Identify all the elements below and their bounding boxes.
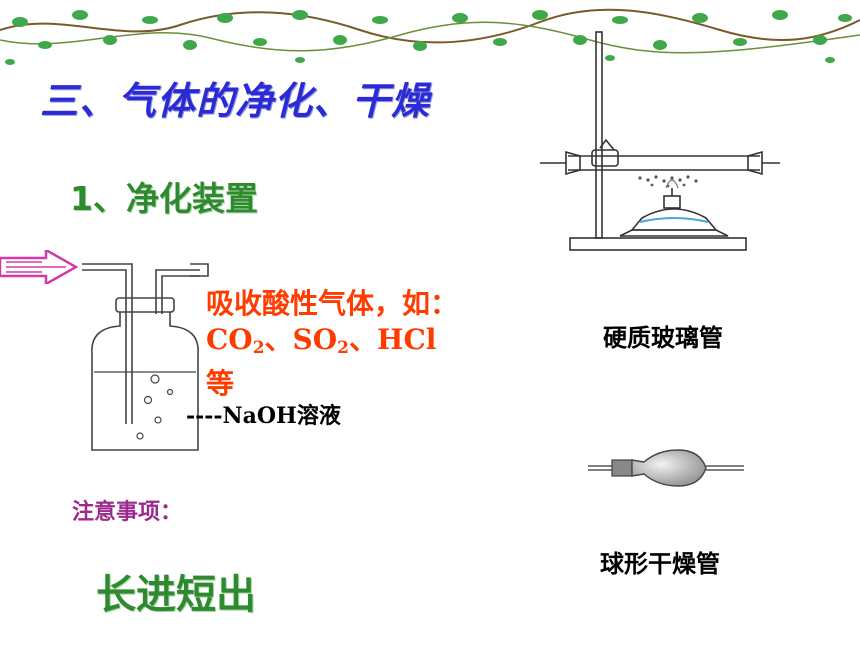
notes-content: 长进短出 — [96, 572, 256, 618]
co2-subscript: 2 — [252, 338, 265, 358]
so2-text: 、SO — [264, 323, 338, 356]
co2-text: CO — [206, 323, 253, 356]
absorb-line-3: 等 — [206, 367, 235, 400]
hard-glass-tube-label: 硬质玻璃管 — [603, 323, 723, 352]
absorb-line-1: 吸收酸性气体，如： — [206, 287, 459, 320]
naoh-solution-label: ----NaOH溶液 — [186, 403, 341, 429]
hard-glass-tube-stand-diagram — [540, 31, 780, 251]
section-subtitle: 1、净化装置 — [70, 179, 258, 218]
pointer-arrow-icon — [0, 250, 78, 284]
spherical-drying-tube-diagram — [588, 449, 744, 487]
hcl-text: 、HCl — [349, 323, 437, 356]
so2-subscript: 2 — [337, 338, 349, 358]
vine-border-decoration — [0, 8, 860, 65]
spherical-drying-tube-label: 球形干燥管 — [600, 549, 720, 578]
notes-heading: 注意事项： — [72, 499, 183, 525]
slide-title: 三、气体的净化、干燥 — [40, 79, 431, 123]
absorb-acid-gas-text: 吸收酸性气体，如： CO2、SO2、HCl 等 — [206, 286, 506, 402]
absorb-line-2: CO2、SO2、HCl — [206, 322, 506, 366]
gas-washing-bottle-diagram — [82, 263, 209, 451]
